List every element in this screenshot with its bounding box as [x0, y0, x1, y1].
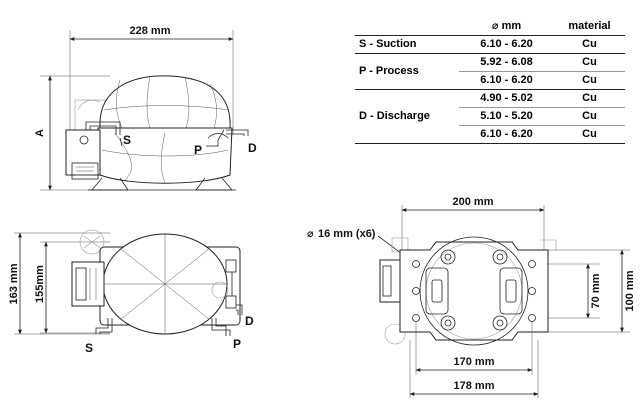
dim-228-mm: 228 mm	[130, 25, 171, 37]
base-terminal-box	[379, 259, 401, 303]
side-port-s: S	[123, 133, 131, 147]
cell-range: 6.10 - 6.20	[459, 35, 554, 54]
cell-range: 6.10 - 6.20	[459, 71, 554, 90]
dim-163-mm: 163 mm	[8, 263, 20, 304]
mount-hole-5	[528, 287, 536, 295]
side-port-d: D	[248, 141, 257, 155]
cell-material: Cu	[554, 35, 625, 54]
table-row: S - Suction 6.10 - 6.20 Cu	[355, 35, 625, 54]
cell-material: Cu	[582, 56, 597, 68]
table-row: 6.10 - 6.20 Cu	[355, 71, 625, 90]
base-shell-circle	[419, 236, 529, 346]
mount-hole-6	[528, 314, 536, 322]
grommet-bottom-left	[440, 315, 456, 331]
group-label-discharge: D - Discharge	[355, 89, 459, 144]
dim-70-mm: 70 mm	[590, 273, 602, 308]
hole-diameter-symbol: ⌀	[307, 228, 314, 240]
dim-200-mm: 200 mm	[453, 196, 494, 208]
cell-range: 4.90 - 5.02	[480, 92, 533, 104]
mount-hole-4	[528, 260, 536, 268]
suction-tube	[85, 121, 121, 135]
grommet-bottom-right	[492, 315, 508, 331]
cell-range: 5.10 - 5.20	[459, 107, 554, 126]
process-tube	[206, 129, 225, 147]
top-terminal-box	[71, 261, 105, 307]
table-row: 5.10 - 5.20 Cu	[355, 107, 625, 126]
cell-material: Cu	[554, 125, 625, 144]
top-port-d: D	[245, 314, 254, 328]
col-material-header: material	[554, 18, 625, 36]
cell-material: Cu	[554, 107, 625, 126]
diameter-icon: ⌀	[491, 20, 502, 32]
cell-range: 6.10 - 6.20	[459, 125, 554, 144]
terminal-box	[65, 129, 101, 176]
group-label-suction: S - Suction	[355, 35, 459, 54]
dim-178-mm: 178 mm	[454, 380, 495, 392]
col-diameter-header: ⌀ mm	[459, 18, 554, 36]
discharge-tube	[226, 129, 249, 136]
top-suction-tube	[95, 318, 109, 334]
dim-hole-16mm: 16 mm (x6)	[318, 228, 376, 240]
dim-155-mm: 155mm	[34, 265, 46, 303]
compressor-dome	[99, 75, 231, 129]
base-view: 200 mm ⌀ 16 mm (x6)	[307, 196, 636, 398]
cell-material: Cu	[582, 92, 597, 104]
table-row: 6.10 - 6.20 Cu	[355, 125, 625, 144]
top-port-s: S	[85, 341, 93, 355]
table-header-row: ⌀ mm material	[355, 18, 625, 36]
top-port-p: P	[233, 337, 241, 351]
mount-hole-1	[412, 260, 420, 268]
mount-hole-2	[412, 287, 420, 295]
side-view: 228 mm A	[34, 25, 257, 191]
dim-170-mm: 170 mm	[454, 356, 495, 368]
dim-100-mm: 100 mm	[624, 270, 636, 311]
compressor-lower-shell	[97, 127, 233, 184]
top-process-tube	[211, 318, 231, 336]
side-port-p: P	[194, 143, 202, 157]
base-plate	[399, 241, 549, 341]
grommet-top-left	[440, 249, 456, 265]
table-row: P - Process 5.92 - 6.08 Cu	[355, 53, 625, 90]
dim-a-label: A	[34, 129, 46, 137]
grommet-top-right	[492, 249, 508, 265]
mount-hole-3	[412, 314, 420, 322]
group-label-process: P - Process	[355, 53, 459, 90]
top-view: 163 mm 155mm S D P	[8, 229, 254, 355]
cell-material: Cu	[554, 71, 625, 90]
top-discharge-tube	[236, 304, 243, 315]
table-row: D - Discharge 4.90 - 5.02 Cu	[355, 89, 625, 144]
tube-spec-table: ⌀ mm material S - Suction 6.10 - 6.20 Cu…	[355, 18, 625, 144]
cell-range: 5.92 - 6.08	[480, 56, 533, 68]
